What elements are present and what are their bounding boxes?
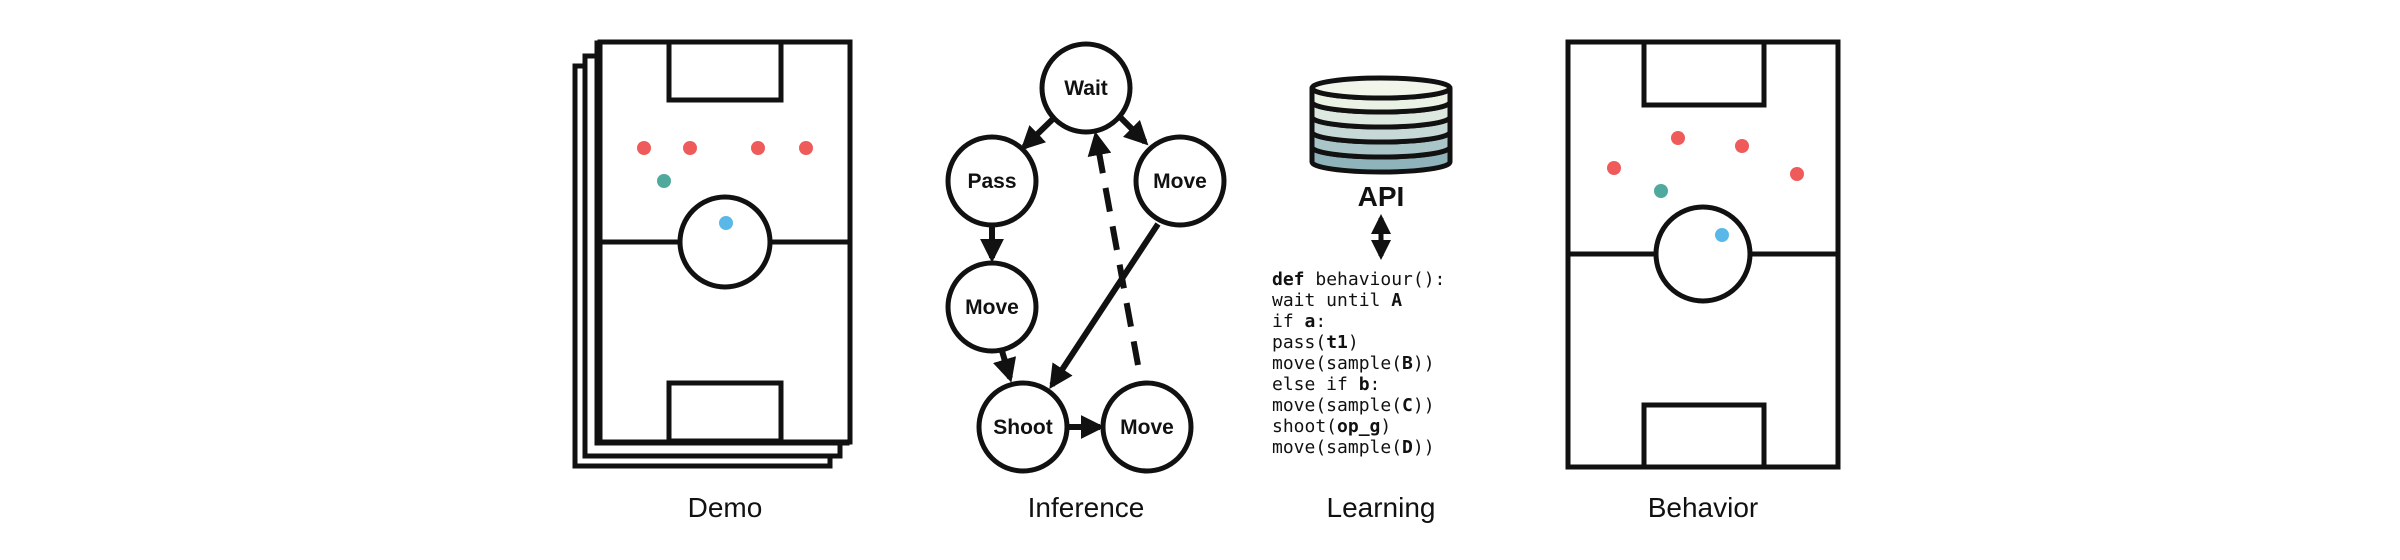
database-icon — [1309, 75, 1453, 175]
node-move-bottom-label: Move — [1120, 416, 1174, 439]
code-line: shoot(op_g) — [1272, 416, 1391, 437]
behavior-panel: Behavior — [1565, 39, 1841, 523]
learning-label: Learning — [1327, 492, 1436, 523]
node-pass-label: Pass — [967, 170, 1016, 193]
opponent-dot — [683, 141, 697, 155]
behavior-label: Behavior — [1648, 492, 1759, 523]
node-pass — [945, 134, 1039, 228]
code-line: pass(t1) — [1272, 332, 1359, 353]
edge-wait-pass — [1020, 112, 1060, 151]
edge-move-shoot — [993, 350, 1017, 383]
opponent-dot — [1671, 131, 1685, 145]
ball-dot — [1715, 228, 1729, 242]
demo-pitch — [597, 39, 853, 445]
demo-label: Demo — [688, 492, 763, 523]
node-wait-label: Wait — [1064, 77, 1108, 100]
demo-panel: Demo — [572, 39, 853, 523]
edge-move-shoot-long — [1049, 222, 1161, 390]
code-line: else if b: — [1272, 374, 1380, 395]
node-move-left — [945, 260, 1039, 354]
node-wait — [1039, 41, 1133, 135]
learning-panel: API def behaviour(): wait until A if a: … — [1272, 75, 1453, 523]
inference-panel: Wait Pass Move Move Shoot Move Inference — [945, 41, 1227, 523]
demo-players — [637, 141, 813, 230]
behavior-players — [1607, 131, 1804, 242]
opponent-dot — [1607, 161, 1621, 175]
code-line: def behaviour(): — [1272, 269, 1445, 290]
code-line: wait until A — [1272, 290, 1402, 311]
node-move-right-label: Move — [1153, 170, 1207, 193]
code-line: move(sample(D)) — [1272, 437, 1435, 458]
opponent-dot — [637, 141, 651, 155]
inference-nodes — [945, 41, 1227, 474]
opponent-dot — [799, 141, 813, 155]
ball-dot — [719, 216, 733, 230]
opponent-dot — [1790, 167, 1804, 181]
code-block: def behaviour(): wait until A if a: pass… — [1272, 269, 1445, 458]
teammate-dot — [657, 174, 671, 188]
edge-dashed-return — [1087, 131, 1141, 366]
node-shoot-label: Shoot — [993, 416, 1052, 439]
teammate-dot — [1654, 184, 1668, 198]
opponent-dot — [1735, 139, 1749, 153]
code-line: move(sample(C)) — [1272, 395, 1435, 416]
inference-label: Inference — [1028, 492, 1145, 523]
node-shoot — [976, 380, 1070, 474]
behavior-pitch — [1565, 39, 1841, 470]
code-line: if a: — [1272, 311, 1326, 332]
opponent-dot — [751, 141, 765, 155]
node-move-bottom — [1100, 380, 1194, 474]
api-label: API — [1358, 181, 1405, 212]
node-move-right — [1133, 134, 1227, 228]
node-move-left-label: Move — [965, 296, 1019, 319]
inference-edges — [980, 112, 1161, 439]
code-line: move(sample(B)) — [1272, 353, 1435, 374]
edge-wait-move — [1115, 112, 1149, 146]
inference-node-labels: Wait Pass Move Move Shoot Move — [965, 77, 1207, 439]
